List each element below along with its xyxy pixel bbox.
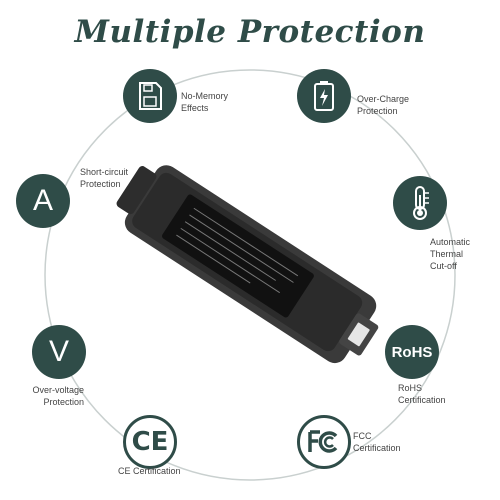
thermal-label: Automatic Thermal Cut-off — [430, 237, 471, 271]
ce-badge: CE — [131, 427, 169, 457]
page-title: Multiple Protection — [74, 14, 426, 50]
fcc-icon — [297, 415, 351, 469]
battery-charge-icon — [314, 81, 334, 111]
fcc-logo-icon — [308, 430, 338, 453]
over-charge-icon — [297, 69, 351, 123]
rohs-badge: RoHS — [391, 343, 433, 361]
ce-label: CE Certification — [118, 466, 181, 476]
thermometer-icon — [413, 186, 429, 220]
ampere-badge: A — [32, 184, 53, 217]
voltage-badge: V — [48, 335, 69, 368]
voltage-icon: V — [32, 325, 86, 379]
no-memory-label: No-Memory Effects — [181, 91, 229, 113]
over-charge-label: Over-Charge Protection — [357, 94, 410, 116]
rohs-icon: RoHS — [385, 325, 439, 379]
over-voltage-label: Over-voltage Protection — [32, 385, 84, 407]
ampere-icon: A — [16, 174, 70, 228]
ce-icon: CE — [123, 415, 177, 469]
short-circuit-label: Short-circuit Protection — [80, 167, 129, 189]
memory-card-icon — [139, 82, 162, 110]
rohs-label: RoHS Certification — [398, 383, 446, 405]
thermal-icon — [393, 176, 447, 230]
fcc-label: FCC Certification — [353, 431, 401, 453]
no-memory-icon — [123, 69, 177, 123]
